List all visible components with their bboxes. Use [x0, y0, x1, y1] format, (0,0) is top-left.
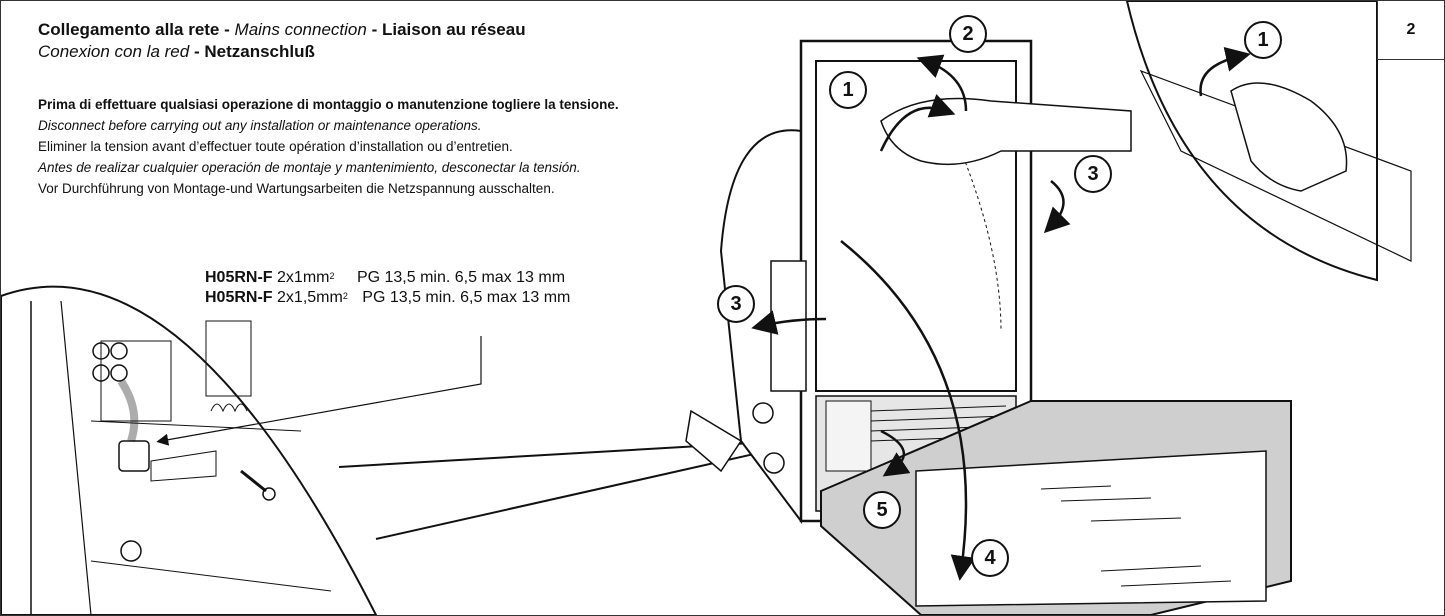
- cable-section-sup: 2: [342, 291, 348, 301]
- title-es: Conexion con la red: [38, 42, 190, 61]
- terminal-detail: [1, 285, 378, 615]
- callout-label: 1: [842, 78, 854, 101]
- callout-label: 3: [730, 292, 742, 315]
- title-it: Collegamento alla rete: [38, 20, 220, 39]
- callout-3-left: 3: [717, 285, 755, 323]
- title-fr: Liaison au réseau: [381, 20, 526, 39]
- callout-label: 3: [1087, 162, 1099, 185]
- floodlight: [685, 39, 1292, 615]
- callout-label: 1: [1257, 28, 1269, 51]
- note-it: Prima di effettuare qualsiasi operazione…: [38, 97, 619, 112]
- cable-type: H05RN-F: [205, 269, 273, 286]
- callout-1: 1: [829, 71, 867, 109]
- cable-section: 2x1,5mm: [277, 289, 343, 306]
- clip-detail: [1125, 1, 1412, 282]
- page-number-label: 2: [1406, 21, 1416, 38]
- title-line-2: Conexion con la red - Netzanschluß: [38, 41, 526, 63]
- callout-2: 2: [949, 15, 987, 53]
- cable-spec: PG 13,5 min. 6,5 max 13 mm: [362, 289, 571, 306]
- callout-label: 4: [984, 546, 996, 569]
- cable-section-sup: 2: [329, 271, 335, 281]
- callout-label: 2: [962, 22, 974, 45]
- callout-4: 4: [971, 539, 1009, 577]
- callout-1-detail: 1: [1244, 21, 1282, 59]
- cable-row: H05RN-F 2x1,5mm2 PG 13,5 min. 6,5 max 13…: [205, 288, 570, 308]
- note-fr: Eliminer la tension avant d’effectuer to…: [38, 139, 513, 154]
- title-line-1: Collegamento alla rete - Mains connectio…: [38, 19, 526, 41]
- callout-label: 5: [876, 498, 888, 521]
- page-number: 2: [1377, 1, 1444, 60]
- cable-type: H05RN-F: [205, 289, 273, 306]
- title-sep: -: [193, 42, 200, 61]
- title-de: Netzanschluß: [204, 42, 315, 61]
- cable-row: H05RN-F 2x1mm2 PG 13,5 min. 6,5 max 13 m…: [205, 268, 570, 288]
- cable-specs: H05RN-F 2x1mm2 PG 13,5 min. 6,5 max 13 m…: [205, 268, 570, 308]
- title-block: Collegamento alla rete - Mains connectio…: [38, 19, 526, 63]
- note-es: Antes de realizar cualquier operación de…: [38, 160, 581, 175]
- title-sep: -: [224, 20, 230, 39]
- note-en: Disconnect before carrying out any insta…: [38, 118, 482, 133]
- title-en: Mains connection: [234, 20, 367, 39]
- cable-spec: PG 13,5 min. 6,5 max 13 mm: [356, 269, 566, 286]
- safety-notes: Prima di effettuare qualsiasi operazione…: [38, 94, 619, 199]
- callout-3-right: 3: [1074, 155, 1112, 193]
- title-sep: -: [371, 20, 378, 39]
- callout-5: 5: [863, 491, 901, 529]
- cable-section: 2x1mm: [277, 269, 330, 286]
- note-de: Vor Durchführung von Montage-und Wartung…: [38, 181, 555, 196]
